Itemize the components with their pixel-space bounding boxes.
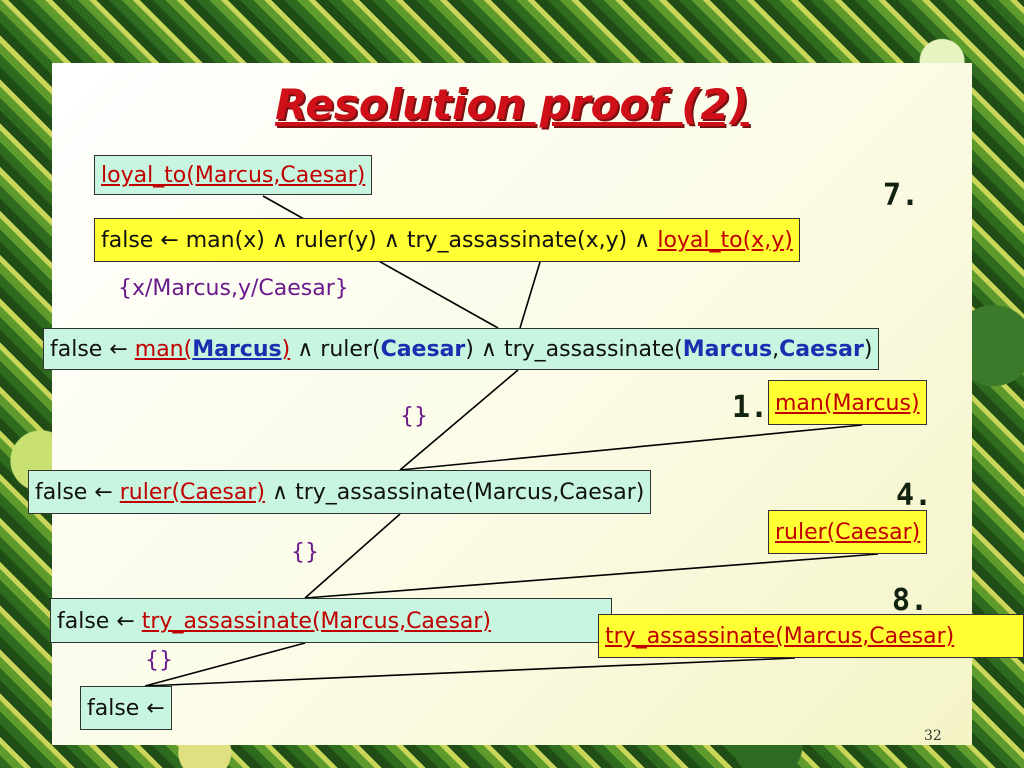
fact-1: man(Marcus) bbox=[768, 380, 927, 425]
label-8: 8. bbox=[892, 583, 929, 618]
r3-false: false ← bbox=[57, 609, 142, 634]
edge-r2-to-r3 bbox=[304, 513, 401, 599]
r2-rest: ∧ try_assassinate(Marcus,Caesar) bbox=[264, 480, 645, 505]
r1-ruler-arg: Caesar bbox=[380, 337, 466, 362]
label-4: 4. bbox=[896, 478, 933, 513]
edge-c7-to-r1 bbox=[519, 261, 541, 329]
fact-8-text: try_assassinate(Marcus,Caesar) bbox=[605, 624, 955, 649]
r3-try: try_assassinate(Marcus,Caesar) bbox=[141, 609, 492, 634]
substitution-4: {} bbox=[145, 648, 173, 673]
label-7: 7. bbox=[883, 178, 920, 213]
clause-goal-text: loyal_to(Marcus,Caesar) bbox=[101, 163, 366, 188]
fact-4-text: ruler(Caesar) bbox=[775, 520, 921, 545]
clause-goal: loyal_to(Marcus,Caesar) bbox=[94, 155, 373, 195]
edge-r1-to-r2 bbox=[399, 369, 519, 471]
fact-1-text: man(Marcus) bbox=[775, 391, 920, 416]
substitution-1: {x/Marcus,y/Caesar} bbox=[118, 276, 349, 301]
r1-false: false ← bbox=[50, 337, 135, 362]
resolvent-2: false ← ruler(Caesar) ∧ try_assassinate(… bbox=[28, 470, 652, 514]
r1-and-try: ) ∧ try_assassinate( bbox=[465, 337, 683, 362]
page-number: 32 bbox=[924, 728, 942, 744]
clause-7: false ← man(x) ∧ ruler(y) ∧ try_assassin… bbox=[94, 218, 800, 262]
edge-r3-to-final bbox=[144, 642, 306, 687]
clause-7-body: false ← man(x) ∧ ruler(y) ∧ try_assassin… bbox=[101, 228, 658, 253]
r2-false: false ← bbox=[35, 480, 120, 505]
resolvent-1: false ← man(Marcus) ∧ ruler(Caesar) ∧ tr… bbox=[43, 328, 880, 370]
slide-title: Resolution proof (2) bbox=[275, 80, 749, 129]
r1-man-open: man( bbox=[134, 337, 193, 362]
edge-f4-to-r3 bbox=[304, 553, 879, 599]
edge-f1-to-r2 bbox=[399, 424, 863, 471]
substitution-3: {} bbox=[291, 540, 319, 565]
r1-try-arg2: Caesar bbox=[779, 337, 864, 362]
fact-4: ruler(Caesar) bbox=[768, 510, 928, 554]
edge-f8-to-final bbox=[144, 657, 796, 687]
empty-clause: false ← bbox=[80, 686, 172, 730]
label-1: 1. bbox=[732, 390, 769, 425]
fact-8: try_assassinate(Marcus,Caesar) bbox=[598, 614, 1024, 658]
r1-and-ruler: ∧ ruler( bbox=[290, 337, 381, 362]
empty-clause-text: false ← bbox=[87, 696, 165, 721]
clause-7-loyal: loyal_to(x,y) bbox=[657, 228, 793, 253]
r1-close: ) bbox=[863, 337, 873, 362]
substitution-2: {} bbox=[400, 404, 428, 429]
r1-man-close: ) bbox=[281, 337, 291, 362]
r1-try-arg1: Marcus bbox=[682, 337, 773, 362]
r2-ruler: ruler(Caesar) bbox=[119, 480, 265, 505]
r1-man-arg: Marcus bbox=[192, 337, 282, 362]
resolvent-3: false ← try_assassinate(Marcus,Caesar) bbox=[50, 598, 612, 643]
r1-comma: , bbox=[772, 337, 780, 362]
